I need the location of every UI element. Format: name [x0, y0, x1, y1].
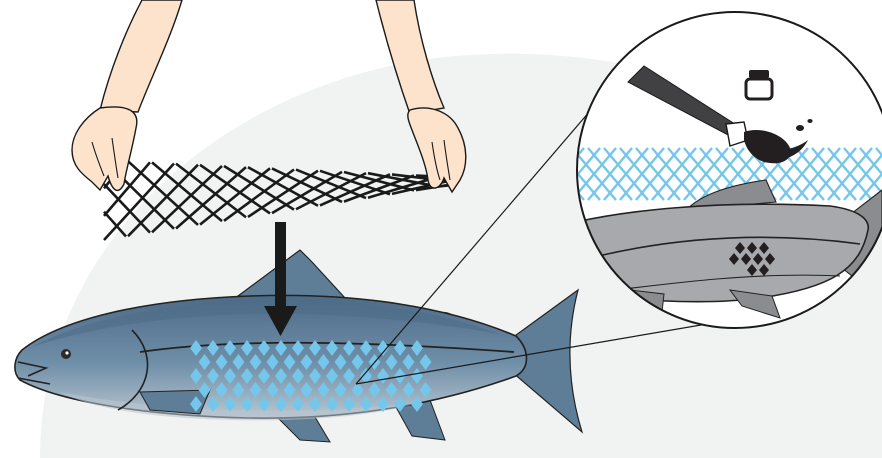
- left-hand: [72, 107, 137, 190]
- left-hand-icon: [72, 0, 182, 190]
- arrow-shaft: [275, 222, 286, 310]
- fish-eye-highlight: [65, 351, 68, 354]
- left-arm: [100, 0, 182, 112]
- ink-droplet-1: [796, 125, 804, 131]
- net-strand: [104, 212, 126, 237]
- ink-pot-lid: [749, 70, 769, 78]
- ink-pot-icon: [746, 70, 772, 99]
- ink-pot-jar: [746, 79, 772, 99]
- ink-droplet-2: [807, 119, 812, 123]
